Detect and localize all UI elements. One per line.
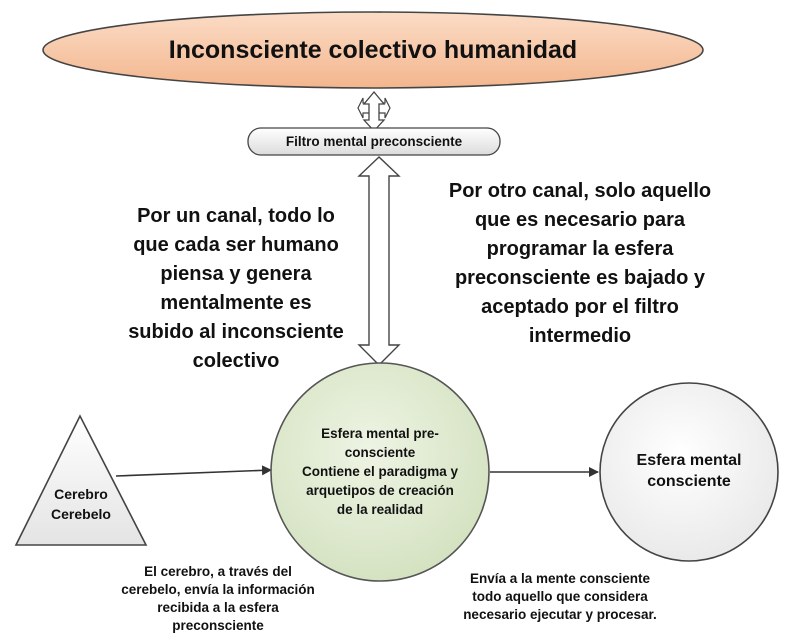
right-channel-line: programar la esfera [486, 238, 674, 260]
right-channel-line: que es necesario para [474, 209, 686, 231]
right-channel-line: aceptado por el filtro [481, 296, 679, 318]
left-channel-note: Por un canal, todo lo que cada ser human… [105, 202, 367, 376]
left-channel-line: mentalmente es [160, 292, 312, 314]
right-circle [599, 382, 779, 562]
left-channel-line: Por un canal, todo lo [137, 205, 335, 227]
triangle-label-line: Cerebelo [51, 506, 111, 522]
right-channel-note: Por otro canal, solo aquello que es nece… [410, 177, 750, 351]
arrow-triangle-to-center [115, 465, 272, 477]
center-circle-line: Esfera mental pre- [321, 426, 439, 441]
bottom-left-line: El cerebro, a través del [144, 564, 292, 579]
right-circle-line: consciente [647, 473, 731, 490]
center-circle-line: Contiene el paradigma y [301, 464, 459, 479]
center-circle-line: arquetipos de creación [306, 483, 454, 498]
left-channel-line: que cada ser humano [133, 234, 339, 256]
top-ellipse-label: Inconsciente colectivo humanidad [168, 36, 578, 64]
bottom-left-line: preconsciente [172, 618, 264, 633]
triangle-shape [14, 414, 148, 546]
top-ellipse [42, 11, 704, 89]
bottom-right-line: Envía a la mente consciente [469, 571, 651, 586]
right-channel-line: intermedio [528, 325, 632, 347]
triangle-label: Cerebro Cerebelo [26, 484, 136, 524]
left-channel-line: subido al inconsciente [128, 321, 344, 343]
triangle-label-line: Cerebro [54, 486, 108, 502]
center-circle [270, 362, 490, 582]
right-circle-line: Esfera mental [636, 452, 742, 469]
right-channel-line: preconsciente es bajado y [454, 267, 706, 289]
center-circle-line: consciente [344, 445, 416, 460]
bottom-right-line: todo aquello que considera [472, 589, 648, 604]
bottom-right-line: necesario ejecutar y procesar. [463, 607, 657, 622]
bottom-right-note: Envía a la mente consciente todo aquello… [430, 570, 690, 624]
bottom-left-line: cerebelo, envía la información [121, 582, 315, 597]
right-channel-line: Por otro canal, solo aquello [448, 180, 712, 202]
filter-box [247, 127, 501, 156]
bottom-left-line: recibida a la esfera [157, 600, 279, 615]
center-circle-label: Esfera mental pre- consciente Contiene e… [285, 424, 475, 519]
left-channel-line: colectivo [192, 350, 280, 372]
right-circle-label: Esfera mental consciente [610, 450, 768, 492]
left-channel-line: piensa y genera [160, 263, 312, 285]
filter-box-label: Filtro mental preconsciente [285, 134, 463, 149]
center-circle-line: de la realidad [336, 502, 424, 517]
bottom-left-note: El cerebro, a través del cerebelo, envía… [98, 563, 338, 635]
